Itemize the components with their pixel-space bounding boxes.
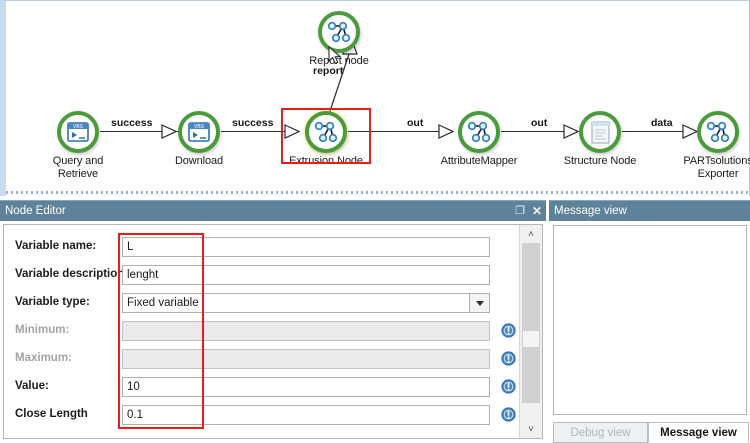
- edge-label-out-1: out: [407, 117, 424, 129]
- scrollbar-thumb[interactable]: [522, 330, 540, 348]
- tab-message-view[interactable]: Message view: [648, 422, 749, 443]
- close-icon[interactable]: ✕: [531, 204, 542, 218]
- graph-network-icon: [706, 121, 730, 143]
- graph-network-icon: [467, 121, 491, 143]
- input-minimum: [122, 321, 490, 341]
- node-editor-window-buttons: ❐ ✕: [515, 201, 542, 222]
- message-view-panel: Message view Debug view Message view: [549, 200, 750, 443]
- label-close-length: Close Length: [15, 408, 88, 420]
- arrow-head-structure-exporter: [682, 124, 698, 139]
- node-label: Download: [174, 155, 224, 167]
- node-editor-panel: Node Editor ❐ ✕ Variable name: L Variabl…: [0, 200, 546, 443]
- message-view-title-bar: Message view: [549, 200, 750, 221]
- form-row-minimum: Minimum:: [4, 321, 518, 343]
- input-maximum: [122, 349, 490, 369]
- node-label: AttributeMapper: [440, 155, 518, 167]
- node-ring: [57, 111, 99, 153]
- vbs-script-icon: VBS: [67, 122, 89, 142]
- scroll-up-icon[interactable]: ˄: [528, 228, 534, 240]
- form-row-close-length: Close Length 0.1: [4, 405, 518, 427]
- scroll-down-icon[interactable]: ˅: [528, 423, 534, 435]
- graph-network-icon: [314, 121, 338, 143]
- node-attributemapper[interactable]: AttributeMapper: [431, 111, 527, 168]
- arrow-head-attributemapper-structure: [563, 124, 579, 139]
- node-label: Structure Node: [563, 155, 637, 167]
- node-structure-node-icon-wrap: [579, 111, 621, 153]
- node-label: PARTsolutions Exporter: [683, 155, 750, 180]
- info-icon-value[interactable]: [501, 379, 516, 394]
- label-minimum: Minimum:: [15, 324, 70, 336]
- info-icon-maximum[interactable]: [501, 351, 516, 366]
- workflow-canvas[interactable]: success success out out data report: [0, 0, 750, 196]
- info-icon-close-length[interactable]: [501, 407, 516, 422]
- arrow-head-query-download: [161, 124, 177, 139]
- node-partsolutions-exporter[interactable]: PARTsolutions Exporter: [670, 111, 750, 180]
- node-editor-title: Node Editor: [5, 205, 66, 217]
- vbs-script-icon: VBS: [188, 122, 210, 142]
- node-editor-body: Variable name: L Variable description: l…: [3, 224, 543, 439]
- svg-text:VBS: VBS: [194, 124, 205, 130]
- label-variable-name: Variable name:: [15, 240, 97, 252]
- select-variable-type-value: Fixed variable: [127, 297, 199, 309]
- node-editor-form: Variable name: L Variable description: l…: [4, 225, 518, 438]
- edge-line-download-extrusion: [221, 131, 297, 132]
- message-view-tab-strip: Debug view Message view: [553, 421, 750, 443]
- label-variable-type: Variable type:: [15, 296, 90, 308]
- scrollbar-track[interactable]: [522, 243, 540, 403]
- node-structure-node[interactable]: Structure Node: [552, 111, 648, 168]
- node-extrusion-node-icon-wrap: [302, 108, 350, 156]
- form-row-maximum: Maximum:: [4, 349, 518, 371]
- tab-debug-view[interactable]: Debug view: [553, 422, 648, 443]
- node-download-icon-wrap: VBS: [178, 111, 220, 153]
- edge-line-attributemapper-structure: [501, 131, 576, 132]
- node-query-and-retrieve-icon-wrap: VBS: [57, 111, 99, 153]
- input-variable-name[interactable]: L: [122, 237, 490, 257]
- node-label: Query and Retrieve: [52, 155, 104, 180]
- canvas-bottom-divider: [6, 191, 749, 194]
- form-row-variable-type: Variable type: Fixed variable: [4, 293, 518, 315]
- svg-text:VBS: VBS: [73, 124, 84, 130]
- form-row-value: Value: 10: [4, 377, 518, 399]
- node-attributemapper-icon-wrap: [458, 111, 500, 153]
- node-label: Extrusion Node: [289, 155, 363, 167]
- node-ring: [178, 111, 220, 153]
- arrow-head-download-extrusion: [284, 124, 300, 139]
- chevron-down-icon[interactable]: [469, 294, 489, 312]
- dock-pin-icon[interactable]: ❐: [515, 205, 525, 217]
- edge-label-report: report: [313, 65, 344, 77]
- node-extrusion-node[interactable]: Extrusion Node: [278, 108, 374, 168]
- edge-label-out-2: out: [531, 117, 548, 129]
- workflow-canvas-inner[interactable]: success success out out data report: [6, 1, 750, 196]
- edge-label-success-1: success: [111, 117, 153, 129]
- arrow-head-extrusion-attributemapper: [438, 124, 454, 139]
- edge-label-success-2: success: [232, 117, 274, 129]
- node-report-node[interactable]: Report node: [291, 11, 387, 68]
- node-editor-scrollbar[interactable]: ˄ ˅: [519, 225, 542, 438]
- form-row-variable-description: Variable description: lenght: [4, 265, 518, 287]
- message-view-title: Message view: [554, 205, 627, 217]
- input-close-length[interactable]: 0.1: [122, 405, 490, 425]
- form-row-variable-name: Variable name: L: [4, 237, 518, 259]
- document-icon: [591, 121, 610, 144]
- node-report-node-icon-wrap: [318, 11, 360, 53]
- input-value[interactable]: 10: [122, 377, 490, 397]
- edge-line-query-download: [100, 131, 190, 132]
- select-variable-type[interactable]: Fixed variable: [122, 293, 490, 313]
- edge-line-structure-exporter: [622, 131, 691, 132]
- edge-line-extrusion-attributemapper: [348, 131, 451, 132]
- message-view-content[interactable]: [553, 225, 747, 415]
- node-ring: [305, 111, 347, 153]
- mouse-cursor-icon: [328, 46, 342, 65]
- node-download[interactable]: VBS Download: [151, 111, 247, 168]
- label-maximum: Maximum:: [15, 352, 72, 364]
- label-value: Value:: [15, 380, 49, 392]
- node-partsolutions-exporter-icon-wrap: [697, 111, 739, 153]
- graph-network-icon: [327, 21, 351, 43]
- node-editor-title-bar: Node Editor ❐ ✕: [0, 200, 546, 221]
- info-icon-minimum[interactable]: [501, 323, 516, 338]
- label-variable-description: Variable description:: [15, 268, 129, 280]
- edge-label-data: data: [651, 117, 673, 129]
- node-query-and-retrieve[interactable]: VBS Query and Retrieve: [30, 111, 126, 180]
- input-variable-description[interactable]: lenght: [122, 265, 490, 285]
